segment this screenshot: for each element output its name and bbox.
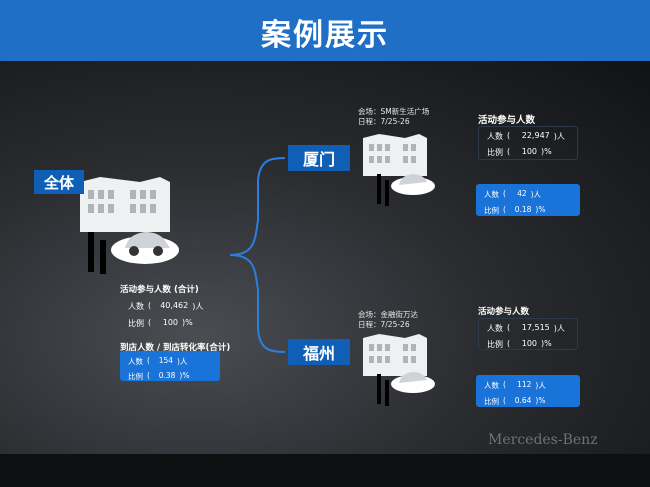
xiamen-venue: 会场：SM新生活广场 <box>358 107 430 116</box>
overall-store-ratio-row: 比例 ( 0.38 )% <box>128 371 190 381</box>
fuzhou-schedule: 日程：7/25-26 <box>358 320 410 329</box>
xiamen-venue-info: 会场：SM新生活广场 日程：7/25-26 <box>358 107 429 127</box>
overall-illustration <box>80 177 179 274</box>
overall-count-label: 人数 <box>128 302 144 311</box>
overall-ratio-value: 100 <box>162 318 179 327</box>
fuzhou-participation-title: 活动参与人数 <box>478 307 530 317</box>
xiamen-store-panel: 人数 ( 42 )人 比例 ( 0.18 )% <box>476 184 580 216</box>
xiamen-store-ratio-row: 比例 ( 0.18 )% <box>484 205 546 215</box>
fuzhou-ratio-row: 比例 ( 100 )% <box>487 339 552 349</box>
fuzhou-store-ratio-row: 比例 ( 0.64 )% <box>484 396 546 406</box>
overall-ratio-label: 比例 <box>128 319 144 328</box>
xiamen-schedule: 日程：7/25-26 <box>358 117 410 126</box>
xiamen-count-row: 人数 ( 22,947 )人 <box>487 131 565 141</box>
xiamen-illustration <box>363 134 435 206</box>
overall-count-unit: )人 <box>192 302 204 311</box>
fuzhou-venue-info: 会场：金融街万达 日程：7/25-26 <box>358 310 418 330</box>
overall-participation-title: 活动参与人数 (合计) <box>120 285 199 295</box>
xiamen-participation-panel: 人数 ( 22,947 )人 比例 ( 100 )% <box>478 126 578 160</box>
fuzhou-store-panel: 人数 ( 112 )人 比例 ( 0.64 )% <box>476 375 580 407</box>
xiamen-label: 厦门 <box>288 145 350 171</box>
fuzhou-venue: 会场：金融街万达 <box>358 310 418 319</box>
xiamen-participation: 活动参与人数 <box>478 112 535 126</box>
header-bar: 案例展示 <box>0 0 650 61</box>
fuzhou-illustration <box>363 334 435 406</box>
fuzhou-participation-panel: 人数 ( 17,515 )人 比例 ( 100 )% <box>478 318 578 350</box>
footer-bar <box>0 454 650 487</box>
xiamen-participation-title: 活动参与人数 <box>478 115 536 126</box>
fuzhou-count-row: 人数 ( 17,515 )人 <box>487 323 565 333</box>
fuzhou-store-count-row: 人数 ( 112 )人 <box>484 380 546 390</box>
overall-store-title: 到店人数 / 到店转化率(合计) <box>120 343 231 353</box>
overall-count-value: 40,462 <box>160 301 189 310</box>
overall-label: 全体 <box>34 170 84 194</box>
xiamen-ratio-row: 比例 ( 100 )% <box>487 147 552 157</box>
fuzhou-participation: 活动参与人数 <box>478 305 529 317</box>
xiamen-store-count-row: 人数 ( 42 )人 <box>484 189 542 199</box>
overall-count-row: 人数 ( 40,462 )人 <box>128 301 204 311</box>
overall-participation: 活动参与人数 (合计) 人数 ( 40,462 )人 比例 ( 100 )% 到… <box>120 283 230 353</box>
overall-ratio-row: 比例 ( 100 )% <box>128 318 193 328</box>
fuzhou-label: 福州 <box>288 339 350 365</box>
slide-title: 案例展示 <box>261 18 389 53</box>
overall-store-panel: 人数 ( 154 )人 比例 ( 0.38 )% <box>120 351 220 381</box>
overall-ratio-unit: )% <box>182 318 193 327</box>
overall-store-count-row: 人数 ( 154 )人 <box>128 356 188 366</box>
brand-text: Mercedes-Benz <box>488 432 598 448</box>
